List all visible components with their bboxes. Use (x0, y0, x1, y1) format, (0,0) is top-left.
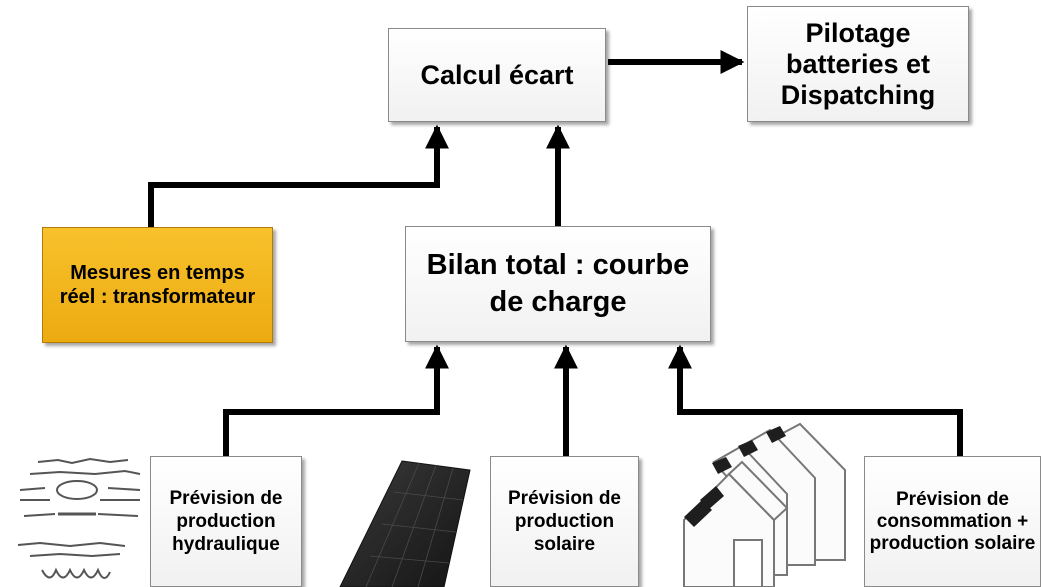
bilan-total-box: Bilan total : courbe de charge (405, 226, 711, 342)
hydro-label: Prévision de production hydraulique (169, 488, 283, 555)
calcul-ecart-box: Calcul écart (388, 28, 606, 122)
mesures-label: Mesures en temps réel : transformateur (59, 262, 256, 308)
pilotage-label: Pilotage batteries et Dispatching (780, 17, 936, 110)
pilotage-box: Pilotage batteries et Dispatching (747, 6, 969, 122)
mesures-temps-reel-box: Mesures en temps réel : transformateur (42, 227, 273, 343)
arrow-mesures-to-calcul (148, 124, 449, 227)
solaire-label: Prévision de production solaire (508, 488, 621, 555)
arrow-conso-to-bilan (668, 344, 963, 456)
bilan-total-label: Bilan total : courbe de charge (426, 249, 690, 318)
conso-label: Prévision de consommation + production s… (869, 488, 1036, 554)
prevision-consommation-box: Prévision de consommation + production s… (864, 456, 1041, 587)
arrow-hydro-to-bilan (223, 344, 449, 456)
calcul-ecart-label: Calcul écart (420, 59, 574, 90)
prevision-solaire-box: Prévision de production solaire (490, 456, 639, 587)
prevision-hydraulique-box: Prévision de production hydraulique (150, 456, 302, 587)
